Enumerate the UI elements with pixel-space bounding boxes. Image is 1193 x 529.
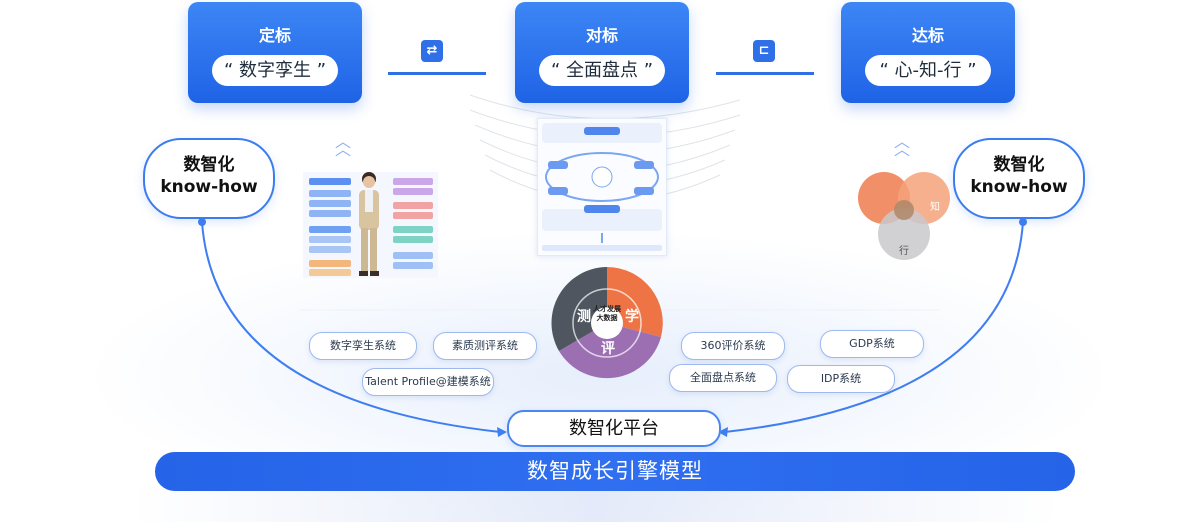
person-illustration [359,172,379,276]
connector-line-left [388,72,486,75]
card-title: 达标 [911,26,944,45]
know-how-line2: know-how [970,177,1068,197]
wheel-center-label: 人才发展大数据 [593,305,621,322]
left-arc-dot [198,218,206,226]
card-dabiao: 达标 “ 心-知-行 ” [841,2,1015,103]
card-pill: “ 数字孪生 ” [212,55,338,86]
system-digital-twin: 数字孪生系统 [309,332,417,360]
card-title: 对标 [585,26,618,45]
card-duibiao: 对标 “ 全面盘点 ” [515,2,689,103]
venn-xing-label: 行 [899,244,909,257]
know-how-right: 数智化 know-how [953,138,1085,219]
digital-platform: 数智化平台 [507,410,721,447]
org-diagram-thumbnail [537,118,667,256]
system-talent-profile: Talent Profile@建模系统 [362,368,494,396]
left-arrowhead [497,427,507,437]
system-gdp: GDP系统 [820,330,924,358]
swap-icon: ⇄ [421,40,443,62]
venn-thumbnail: 知 行 [858,172,950,260]
left-arc [201,221,501,433]
wallet-icon: ⊏ [753,40,775,62]
card-pill: “ 心-知-行 ” [865,55,991,86]
connector-line-right [716,72,814,75]
wheel-label-ce: 测 [577,308,591,325]
know-how-line2: know-how [160,177,258,197]
wheel-label-xue: 学 [625,308,639,325]
right-arrowhead [718,427,728,437]
right-arc [724,221,1024,433]
know-how-line1: 数智化 [993,155,1045,175]
system-quality-assessment: 素质测评系统 [433,332,537,360]
venn-zhi-label: 知 [930,200,940,213]
wheel-segment-ping [559,323,661,379]
system-idp: IDP系统 [787,365,895,393]
system-full-inventory: 全面盘点系统 [669,364,777,392]
card-title: 定标 [258,26,291,45]
growth-engine-model: 数智成长引擎模型 [155,452,1075,491]
chevron-up-icon: ︿︿ [334,132,351,159]
system-360-evaluation: 360评价系统 [681,332,785,360]
wheel-label-ping: 评 [601,341,615,357]
know-how-left: 数智化 know-how [143,138,275,219]
know-how-line1: 数智化 [183,155,235,175]
card-dingbiao: 定标 “ 数字孪生 ” [188,2,362,103]
assessment-wheel: 测 学 评 [551,267,663,379]
card-pill: “ 全面盘点 ” [539,55,665,86]
right-arc-dot [1019,218,1027,226]
background-strip [130,488,1060,522]
chevron-up-icon: ︿︿ [893,132,910,159]
